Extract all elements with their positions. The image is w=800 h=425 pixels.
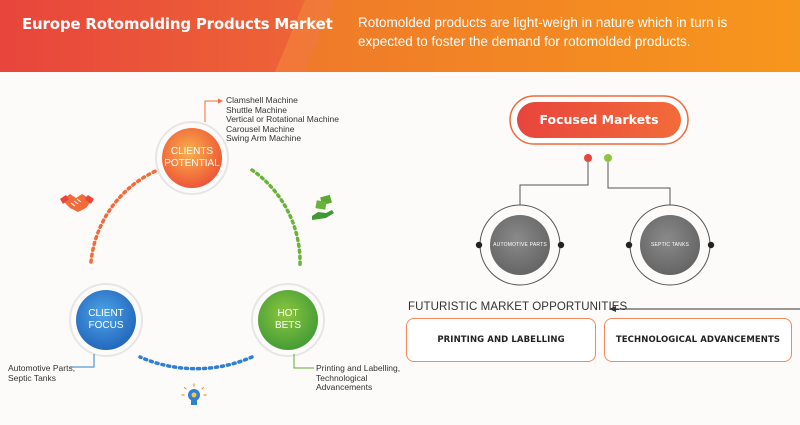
- clients-potential-label-line1: CLIENTS: [170, 146, 214, 157]
- hot-bets-list: Printing and Labelling, Technological Ad…: [316, 363, 401, 393]
- automotive-parts-circle[interactable]: [490, 215, 550, 275]
- list-item: Shuttle Machine: [226, 104, 287, 115]
- arc-focus-to-potential: [89, 168, 160, 264]
- page-title: Europe Rotomolding Products Market: [22, 15, 333, 33]
- arc-potential-to-hotbets: [250, 168, 302, 267]
- septic-tanks-right-dot: [707, 241, 715, 249]
- opportunity-label: PRINTING AND LABELLING: [437, 335, 565, 345]
- client-focus-label: CLIENT FOCUS: [66, 308, 146, 332]
- opportunity-printing-labelling[interactable]: PRINTING AND LABELLING: [406, 318, 596, 362]
- client-focus-label-line1: CLIENT: [88, 308, 124, 319]
- opportunity-label: TECHNOLOGICAL ADVANCEMENTS: [615, 335, 781, 345]
- hot-bets-circle[interactable]: [258, 290, 318, 350]
- clients-potential-ring: [155, 121, 229, 195]
- list-item: Advancements: [316, 382, 373, 393]
- septic-tanks-circle[interactable]: [640, 215, 700, 275]
- list-item: Automotive Parts,: [8, 363, 76, 373]
- automotive-parts-right-dot: [557, 241, 565, 249]
- septic-tanks-label: SEPTIC TANKS: [650, 242, 690, 248]
- handshake-icon: [60, 194, 94, 212]
- hot-bets-label-line1: HOT: [277, 308, 299, 319]
- list-item: Septic Tanks: [8, 372, 57, 383]
- client-focus-list: Automotive Parts, Septic Tanks: [8, 363, 76, 383]
- list-item: Carousel Machine: [226, 123, 295, 134]
- clients-potential-arrowhead: [218, 98, 223, 104]
- automotive-parts-left-dot: [475, 241, 483, 249]
- hot-bets-ring: [251, 283, 325, 357]
- hot-bets-label: HOT BETS: [248, 308, 328, 332]
- clients-potential-label: CLIENTS POTENTIAL: [152, 146, 232, 170]
- client-focus-connector: [70, 354, 95, 368]
- marker-red-dot: [584, 154, 592, 162]
- list-item: Vertical or Rotational Machine: [226, 114, 339, 125]
- list-item: Swing Arm Machine: [226, 133, 302, 144]
- client-focus-label-line2: FOCUS: [88, 320, 124, 331]
- header-banner: Europe Rotomolding Products Market Rotom…: [0, 0, 800, 72]
- list-item: Printing and Labelling,: [316, 363, 401, 373]
- opportunity-technological-advancements[interactable]: TECHNOLOGICAL ADVANCEMENTS: [604, 318, 792, 362]
- arrow-left-icon: [609, 306, 616, 312]
- lightbulb-icon: [181, 383, 207, 405]
- client-focus-circle[interactable]: [76, 290, 136, 350]
- marker-green-dot: [604, 154, 612, 162]
- header-background: [0, 0, 800, 72]
- opportunities-title: FUTURISTIC MARKET OPPORTUNITIES: [408, 301, 628, 313]
- list-item: Clamshell Machine: [226, 95, 298, 105]
- clients-potential-connector: [204, 100, 220, 122]
- header-tagline: Rotomolded products are light-weigh in n…: [358, 15, 728, 49]
- money-hand-icon: [312, 194, 334, 220]
- automotive-parts-label: AUTOMOTIVE PARTS: [493, 242, 547, 248]
- hot-bets-label-line2: BETS: [274, 320, 302, 331]
- hot-bets-connector: [293, 354, 314, 369]
- focused-markets-title: Focused Markets: [539, 112, 659, 127]
- clients-potential-list: Clamshell Machine Shuttle Machine Vertic…: [226, 95, 339, 144]
- focused-markets-pill[interactable]: [517, 102, 681, 138]
- focused-markets-tree: [519, 162, 671, 205]
- list-item: Technological: [316, 372, 368, 383]
- clients-potential-circle[interactable]: [162, 128, 222, 188]
- clients-potential-label-line2: POTENTIAL: [164, 158, 220, 169]
- client-focus-ring: [69, 283, 143, 357]
- septic-tanks-left-dot: [625, 241, 633, 249]
- arc-hotbets-to-focus: [138, 355, 254, 371]
